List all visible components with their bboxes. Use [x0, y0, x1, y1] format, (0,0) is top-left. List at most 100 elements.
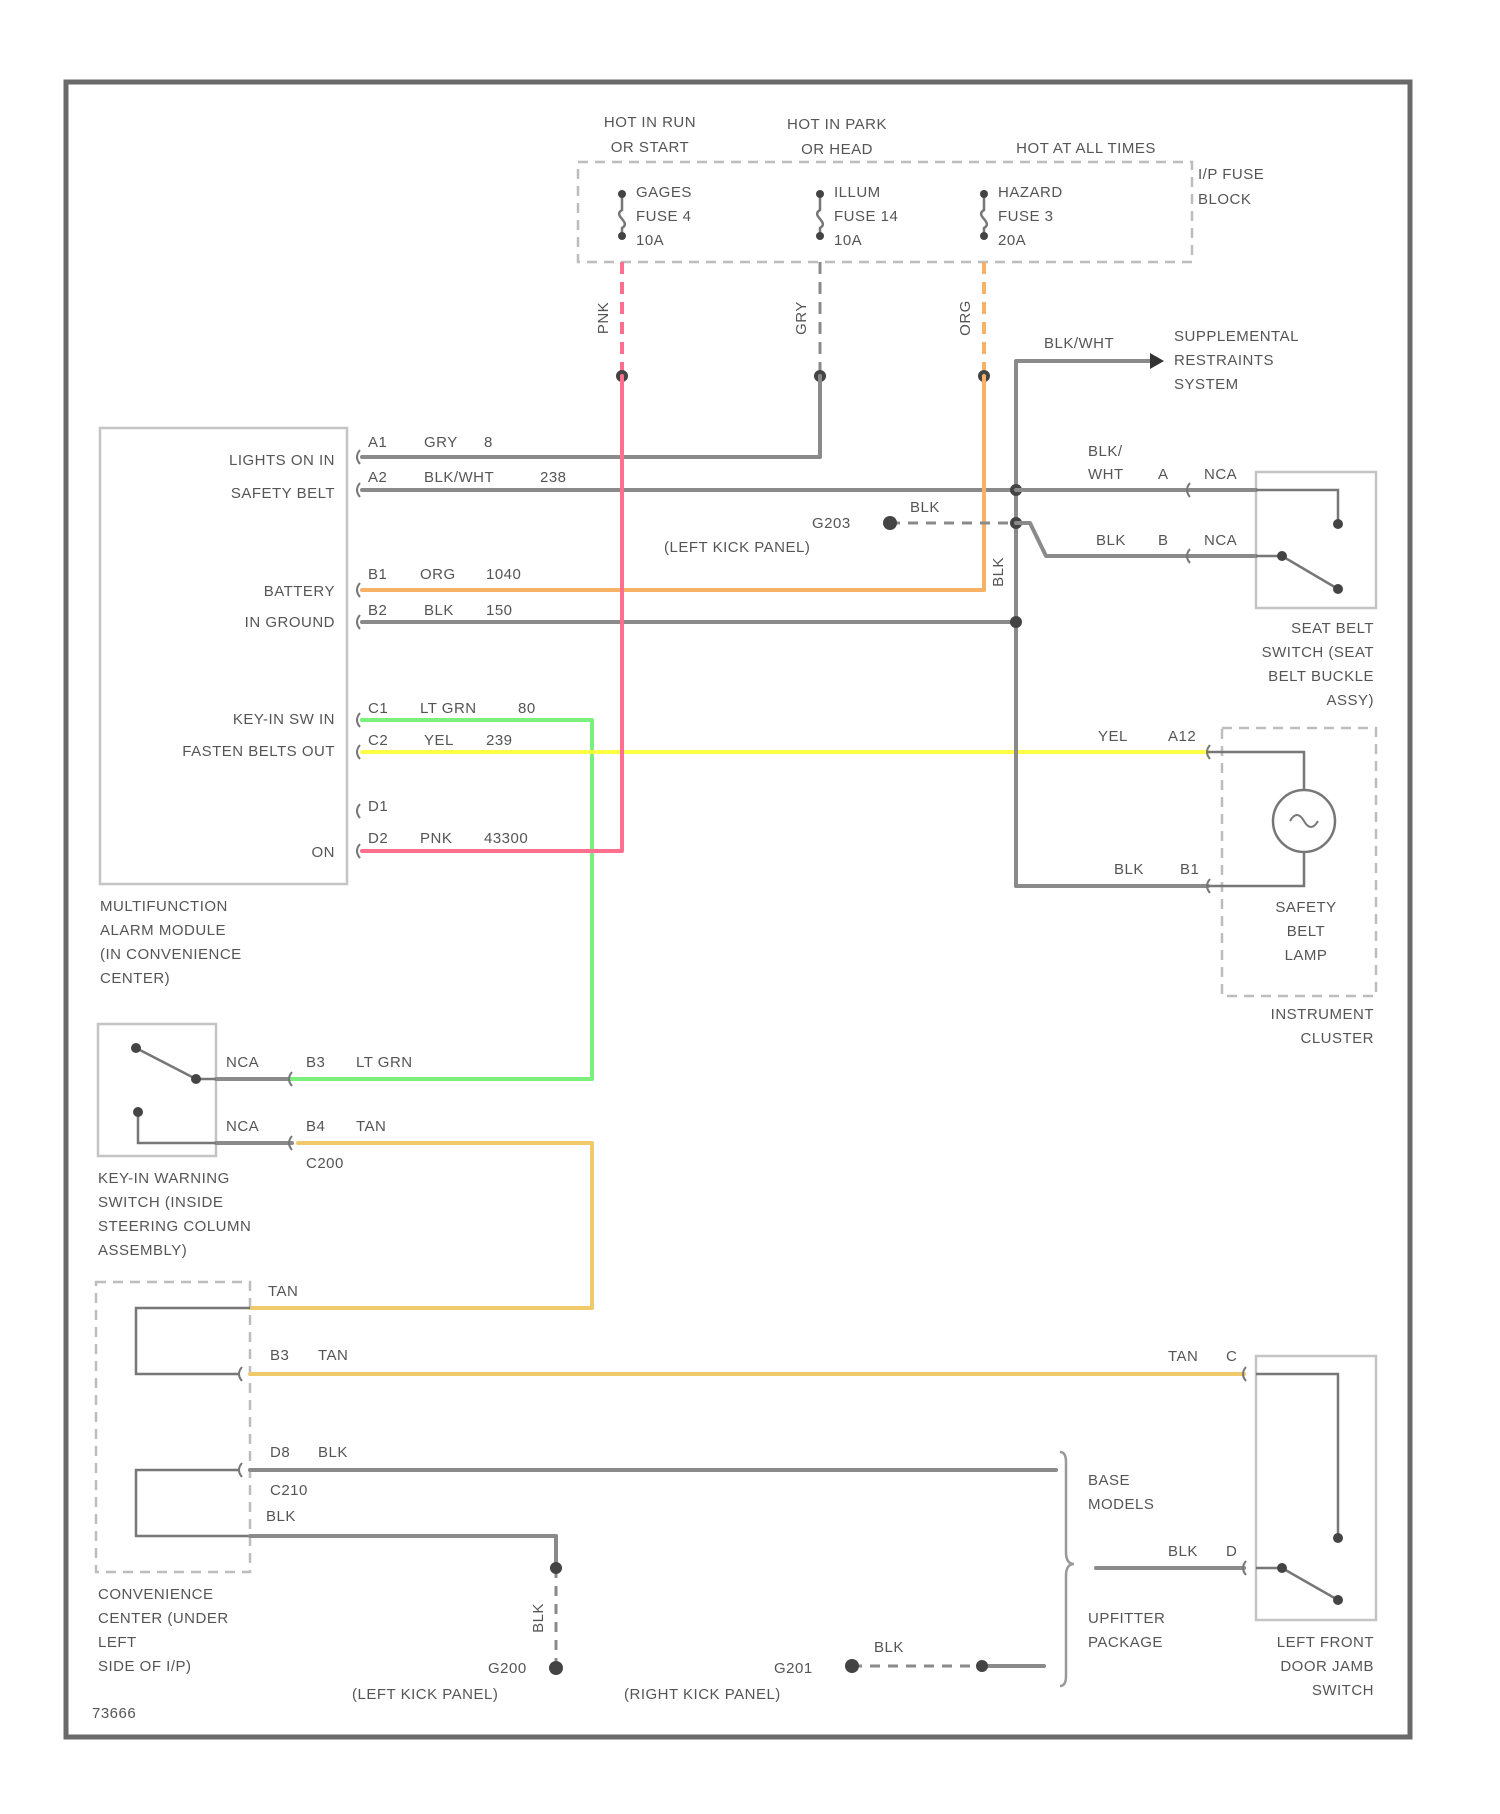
door-tan-pin: C [1226, 1348, 1237, 1365]
fuse-block: HOT IN RUN OR START HOT IN PARK OR HEAD … [578, 114, 1264, 262]
fuse-header-run-line1: HOT IN RUN [604, 114, 696, 131]
seat-belt-switch: BLK/ WHT A NCA BLK B NCA SEAT BELT SWITC… [1016, 443, 1376, 709]
g200-wire: BLK [530, 1603, 547, 1633]
seatbelt-label-line1: SEAT BELT [1291, 620, 1374, 637]
pin-name-key-in: KEY-IN SW IN [233, 711, 335, 728]
cluster-blk-pin: B1 [1180, 861, 1199, 878]
g200-location: (LEFT KICK PANEL) [352, 1686, 498, 1703]
fuse-header-always: HOT AT ALL TIMES [1016, 140, 1156, 157]
key-connector: C200 [306, 1155, 344, 1172]
door-blk-pin: D [1226, 1543, 1237, 1560]
cluster-blk-wire: BLK [1114, 861, 1144, 878]
pin-b2-circuit: 150 [486, 602, 513, 619]
key-row2-wire: TAN [356, 1118, 386, 1135]
srs-wire-label: BLK/WHT [1044, 335, 1114, 352]
pin-name-lights-on: LIGHTS ON IN [229, 452, 335, 469]
fuse-illum-rating: 10A [834, 232, 862, 249]
figure-id: 73666 [92, 1705, 136, 1722]
pin-d2-wire: PNK [420, 830, 452, 847]
pin-c1: C1 [368, 700, 388, 717]
alarm-label-line1: MULTIFUNCTION [100, 898, 228, 915]
fuse-hazard-symbol [981, 194, 987, 238]
fuse-block-label-line2: BLOCK [1198, 191, 1251, 208]
pin-a2-wire: BLK/WHT [424, 469, 494, 486]
convenience-center: TAN B3 TAN D8 BLK C210 BLK CONVENIENCE C… [96, 1282, 348, 1675]
key-row1-nca: NCA [226, 1054, 259, 1071]
seatbelt-label-line4: ASSY) [1326, 692, 1374, 709]
key-row2-pin: B4 [306, 1118, 325, 1135]
pin-name-in-ground: IN GROUND [245, 614, 335, 631]
alarm-label-line2: ALARM MODULE [100, 922, 226, 939]
pin-name-on: ON [312, 844, 336, 861]
door-jamb-switch: TAN C BLK D LEFT FRONT DOOR JAMB SWITCH [1168, 1348, 1376, 1699]
wire-conv-blk-g200 [250, 1536, 556, 1568]
base-models-line2: MODELS [1088, 1496, 1154, 1513]
pin-b2: B2 [368, 602, 387, 619]
seatbelt-vertical-wire: BLK [990, 557, 1007, 587]
conv-tan-top: TAN [268, 1283, 298, 1300]
wire-b4-tan [250, 1143, 592, 1308]
conv-label-line3: LEFT [98, 1634, 137, 1651]
srs-label-line1: SUPPLEMENTAL [1174, 328, 1299, 345]
g200-id: G200 [488, 1660, 527, 1677]
pin-a2-circuit: 238 [540, 469, 567, 486]
pin-d2: D2 [368, 830, 388, 847]
uplifter-line1: UPFITTER [1088, 1610, 1165, 1627]
fuse-gauges-rating: 10A [636, 232, 664, 249]
pin-name-fasten-belts: FASTEN BELTS OUT [182, 743, 335, 760]
conv-b3-wire: TAN [318, 1347, 348, 1364]
seatbelt-nca-a: NCA [1204, 466, 1237, 483]
pin-c2: C2 [368, 732, 388, 749]
cluster-label-line1: INSTRUMENT [1271, 1006, 1374, 1023]
key-label-line1: KEY-IN WARNING [98, 1170, 230, 1187]
conv-label-line1: CONVENIENCE [98, 1586, 214, 1603]
door-label-line1: LEFT FRONT [1277, 1634, 1374, 1651]
pin-c2-wire: YEL [424, 732, 454, 749]
fuse-illum-symbol [817, 194, 823, 238]
key-label-line3: STEERING COLUMN [98, 1218, 251, 1235]
fuse-hazard-rating: 20A [998, 232, 1026, 249]
fuse-gauges-name: GAGES [636, 184, 692, 201]
cluster-yel-wire: YEL [1098, 728, 1128, 745]
seatbelt-pin-a: A [1158, 466, 1169, 483]
wire-c1-ltgrn [292, 720, 592, 1079]
pin-name-battery: BATTERY [264, 583, 335, 600]
cluster-label-line2: CLUSTER [1300, 1030, 1374, 1047]
uplifter-line2: PACKAGE [1088, 1634, 1163, 1651]
seatbelt-wire-a-line2: WHT [1088, 466, 1124, 483]
door-label-line2: DOOR JAMB [1280, 1658, 1374, 1675]
seatbelt-wire-a-line1: BLK/ [1088, 443, 1123, 460]
alarm-label-line3: (IN CONVENIENCE [100, 946, 242, 963]
fuse-gauges-number: FUSE 4 [636, 208, 692, 225]
instrument-cluster: YEL A12 BLK B1 SAFETY BELT LAMP INSTRUME… [1016, 728, 1376, 1047]
conv-d8-wire: BLK [318, 1444, 348, 1461]
fuse-header-run-line2: OR START [611, 139, 689, 156]
door-switch-box [1256, 1356, 1376, 1620]
pin-c2-circuit: 239 [486, 732, 513, 749]
conv-label-line4: SIDE OF I/P) [98, 1658, 192, 1675]
g203-id: G203 [812, 515, 851, 532]
g201-wire: BLK [874, 1639, 904, 1656]
seatbelt-wire-b: BLK [1096, 532, 1126, 549]
fuse-hazard-name: HAZARD [998, 184, 1063, 201]
pin-b2-wire: BLK [424, 602, 454, 619]
seatbelt-label-line2: SWITCH (SEAT [1262, 644, 1374, 661]
g203-location: (LEFT KICK PANEL) [664, 539, 810, 556]
conv-b3-pin: B3 [270, 1347, 289, 1364]
lamp-label-line1: SAFETY [1275, 899, 1336, 916]
seatbelt-nca-b: NCA [1204, 532, 1237, 549]
door-blk-wire: BLK [1168, 1543, 1198, 1560]
pin-a1: A1 [368, 434, 387, 451]
g203-wire: BLK [910, 499, 940, 516]
wire-color-org: ORG [957, 300, 974, 336]
pin-c1-wire: LT GRN [420, 700, 477, 717]
g201-id: G201 [774, 1660, 813, 1677]
key-row1-wire: LT GRN [356, 1054, 413, 1071]
alarm-module: MULTIFUNCTION ALARM MODULE (IN CONVENIEN… [100, 428, 567, 987]
fuse-hazard-number: FUSE 3 [998, 208, 1054, 225]
srs-label-line2: RESTRAINTS [1174, 352, 1274, 369]
pin-a1-wire: GRY [424, 434, 458, 451]
conv-blk-out: BLK [266, 1508, 296, 1525]
alarm-label-line4: CENTER) [100, 970, 170, 987]
